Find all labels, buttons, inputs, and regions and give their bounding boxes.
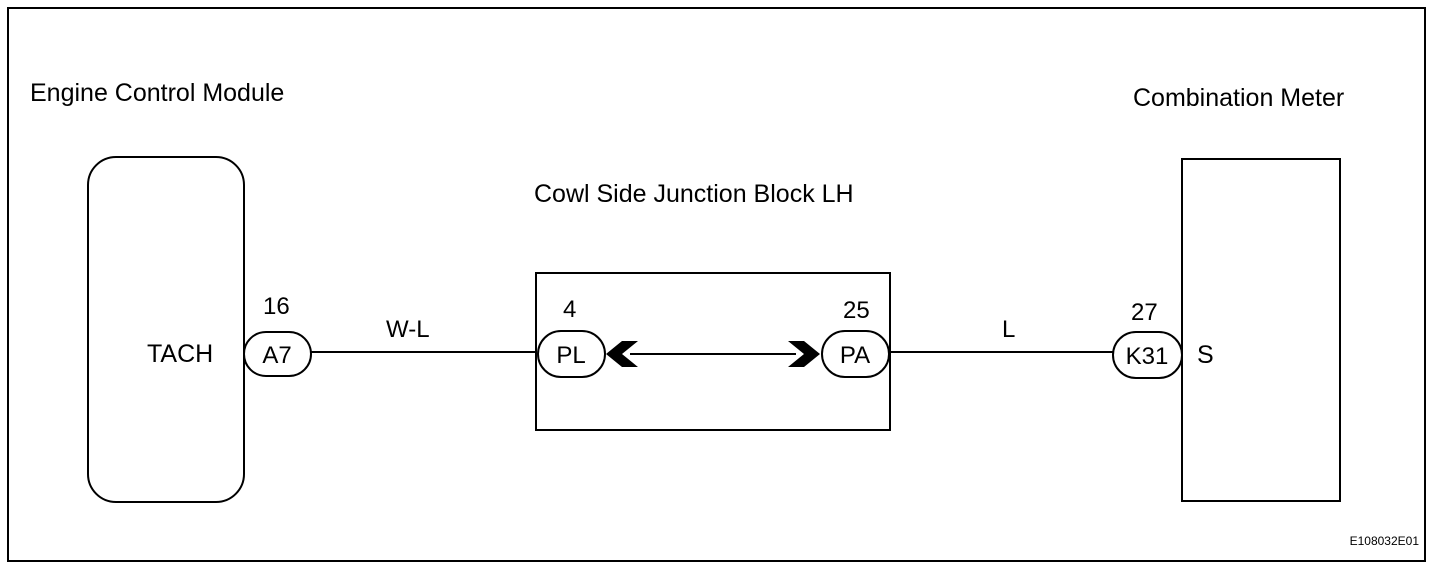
ecm-label: Engine Control Module [30, 79, 284, 107]
connector-k31 [1112, 331, 1183, 379]
right-chevron-icon [788, 341, 820, 367]
meter-pin-number: 27 [1131, 299, 1158, 326]
combination-meter-label: Combination Meter [1133, 84, 1344, 112]
ecm-pin-number: 16 [263, 293, 290, 320]
jb-pl-pin-number: 4 [563, 296, 576, 323]
connector-pl [537, 330, 606, 378]
jb-pa-pin-number: 25 [843, 297, 870, 324]
connector-pa-label: PA [840, 342, 870, 369]
left-chevron-icon [606, 341, 638, 367]
connector-pl-label: PL [556, 342, 585, 369]
junction-block-label: Cowl Side Junction Block LH [534, 180, 854, 208]
connector-a7 [243, 331, 312, 377]
connector-k31-label: K31 [1126, 343, 1169, 370]
combination-meter-box [1181, 158, 1341, 502]
connector-pa [821, 330, 890, 378]
meter-terminal-s: S [1197, 341, 1214, 369]
connector-a7-label: A7 [262, 342, 291, 369]
ecm-box [87, 156, 245, 503]
ecm-terminal-tach: TACH [147, 340, 213, 368]
figure-code: E108032E01 [1350, 534, 1420, 548]
wire-l-label: L [1002, 316, 1015, 343]
wire-w-l-label: W-L [386, 316, 430, 343]
diagram-frame [7, 7, 1426, 562]
